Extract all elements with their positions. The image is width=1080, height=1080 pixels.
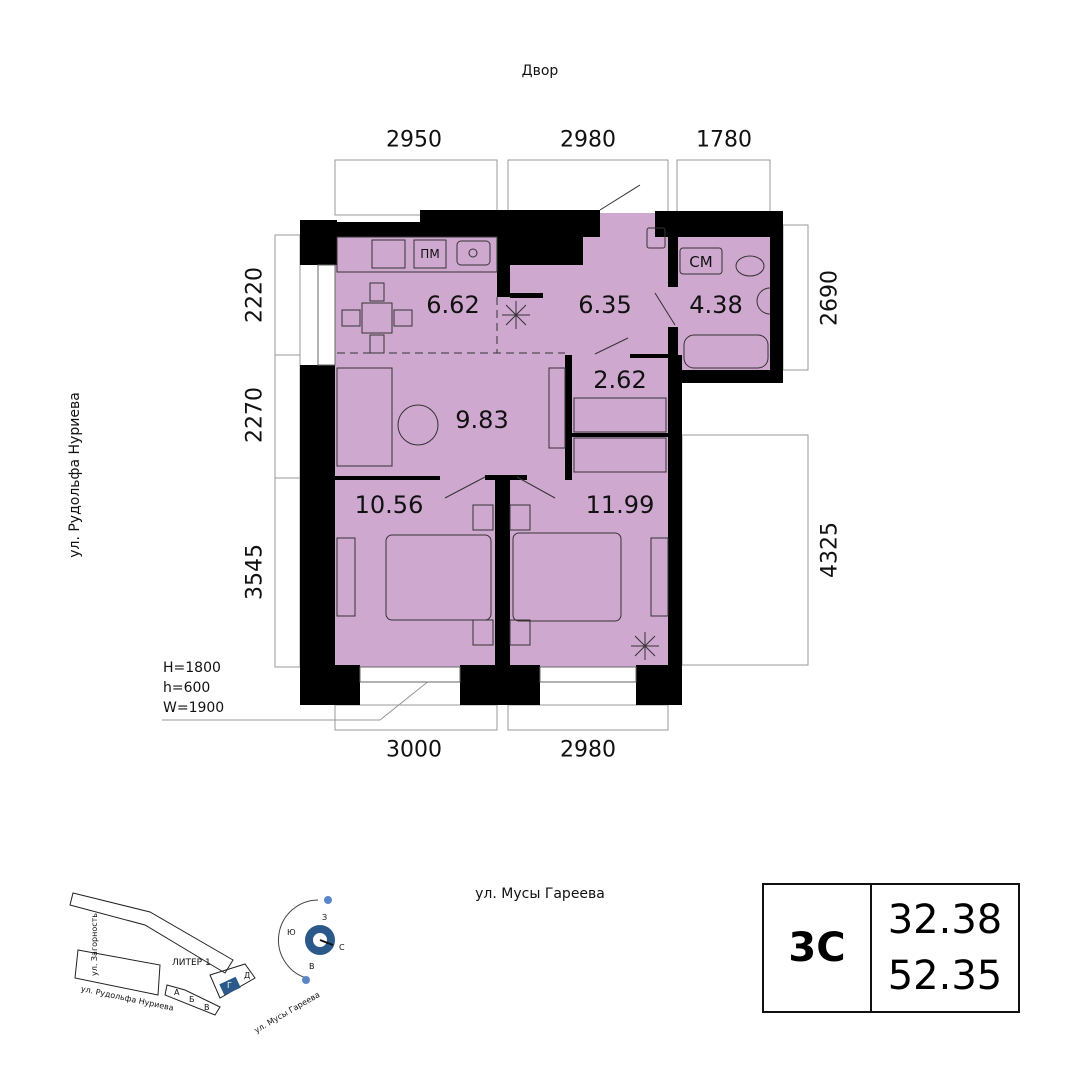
window-spec: H=1800 h=600 W=1900 — [163, 658, 224, 718]
compass-east: В — [309, 962, 315, 971]
window-width: W=1900 — [163, 700, 225, 716]
sun-icon — [302, 976, 310, 984]
left-street-label: ул. Рудольфа Нуриева — [67, 392, 83, 558]
site-street-1: ул. Загорность — [90, 912, 100, 977]
room-fills — [335, 213, 770, 667]
kitchen-counter — [336, 236, 498, 273]
furniture — [336, 184, 771, 646]
living-area: 32.38 — [887, 897, 1003, 943]
room-area-bathroom: 4.38 — [689, 291, 743, 319]
windows[interactable] — [317, 264, 637, 683]
apartment-type-code: 3С — [764, 885, 872, 1011]
room-area-hall: 6.35 — [578, 291, 632, 319]
dining-table — [361, 302, 393, 334]
dim-bottom-1: 3000 — [386, 737, 442, 763]
wardrobe-right — [650, 537, 669, 617]
toilet — [735, 255, 765, 277]
dishwasher — [413, 239, 447, 269]
plant-icon — [502, 301, 530, 329]
section-b: Б — [189, 995, 195, 1004]
room-area-storage: 2.62 — [593, 366, 647, 394]
compass-ring — [305, 925, 335, 955]
section-d: Д — [244, 971, 251, 980]
plants — [502, 301, 659, 660]
wardrobe-2 — [573, 437, 667, 473]
washer-label: СМ — [689, 253, 713, 271]
site-plan — [69, 892, 256, 1016]
window-height: H=1800 — [163, 660, 221, 676]
room-area-bedroom-right: 11.99 — [585, 491, 655, 519]
compass-west: З — [322, 913, 328, 922]
section-a: А — [174, 988, 180, 997]
bed-left — [385, 534, 492, 621]
stove-icon — [371, 239, 406, 269]
total-area: 52.35 — [887, 953, 1003, 999]
bath-sink — [756, 287, 771, 315]
dim-top-2: 2980 — [560, 127, 616, 153]
room-area-kitchen: 6.62 — [426, 291, 480, 319]
window-bedroom-left — [359, 666, 461, 683]
courtyard-label: Двор — [521, 63, 559, 79]
dim-left-2: 2270 — [242, 387, 268, 443]
room-area-bedroom-left: 10.56 — [354, 491, 424, 519]
dishwasher-label: ПМ — [420, 247, 440, 261]
window-bedroom-right — [539, 666, 637, 683]
compass — [277, 896, 335, 984]
bathtub — [683, 334, 769, 369]
dim-left-1: 2220 — [242, 267, 268, 323]
bathroom-floor — [670, 237, 770, 372]
plant-icon — [631, 632, 659, 660]
liter-label: ЛИТЕР 1 — [172, 958, 211, 968]
compass-north: С — [339, 943, 345, 952]
sink-icon — [456, 240, 491, 266]
washer — [679, 247, 723, 275]
room-area-living: 9.83 — [455, 406, 509, 434]
window-kitchen — [317, 264, 336, 366]
dim-top-1: 2950 — [386, 127, 442, 153]
section-g[interactable]: Г — [227, 981, 232, 990]
walls — [300, 210, 783, 705]
bottom-street-label: ул. Мусы Гареева — [475, 886, 605, 902]
sofa — [336, 367, 393, 467]
section-g-highlight — [219, 976, 241, 996]
compass-south: Ю — [287, 928, 296, 937]
dim-right-2: 4325 — [817, 522, 843, 578]
dim-top-3: 1780 — [696, 127, 752, 153]
bed-right — [512, 532, 622, 622]
window-sill-height: h=600 — [163, 680, 211, 696]
wardrobe-left — [336, 537, 356, 617]
wardrobe-1 — [573, 397, 667, 433]
section-v: В — [204, 1003, 210, 1012]
dim-right-1: 2690 — [817, 270, 843, 326]
round-table — [397, 404, 439, 446]
dim-bottom-2: 2980 — [560, 737, 616, 763]
apartment-summary: 3С 32.38 52.35 — [762, 883, 1020, 1013]
tv-stand — [548, 367, 566, 449]
sink-drain — [468, 248, 478, 258]
sun-icon — [324, 896, 332, 904]
dim-left-3: 3545 — [242, 544, 268, 600]
